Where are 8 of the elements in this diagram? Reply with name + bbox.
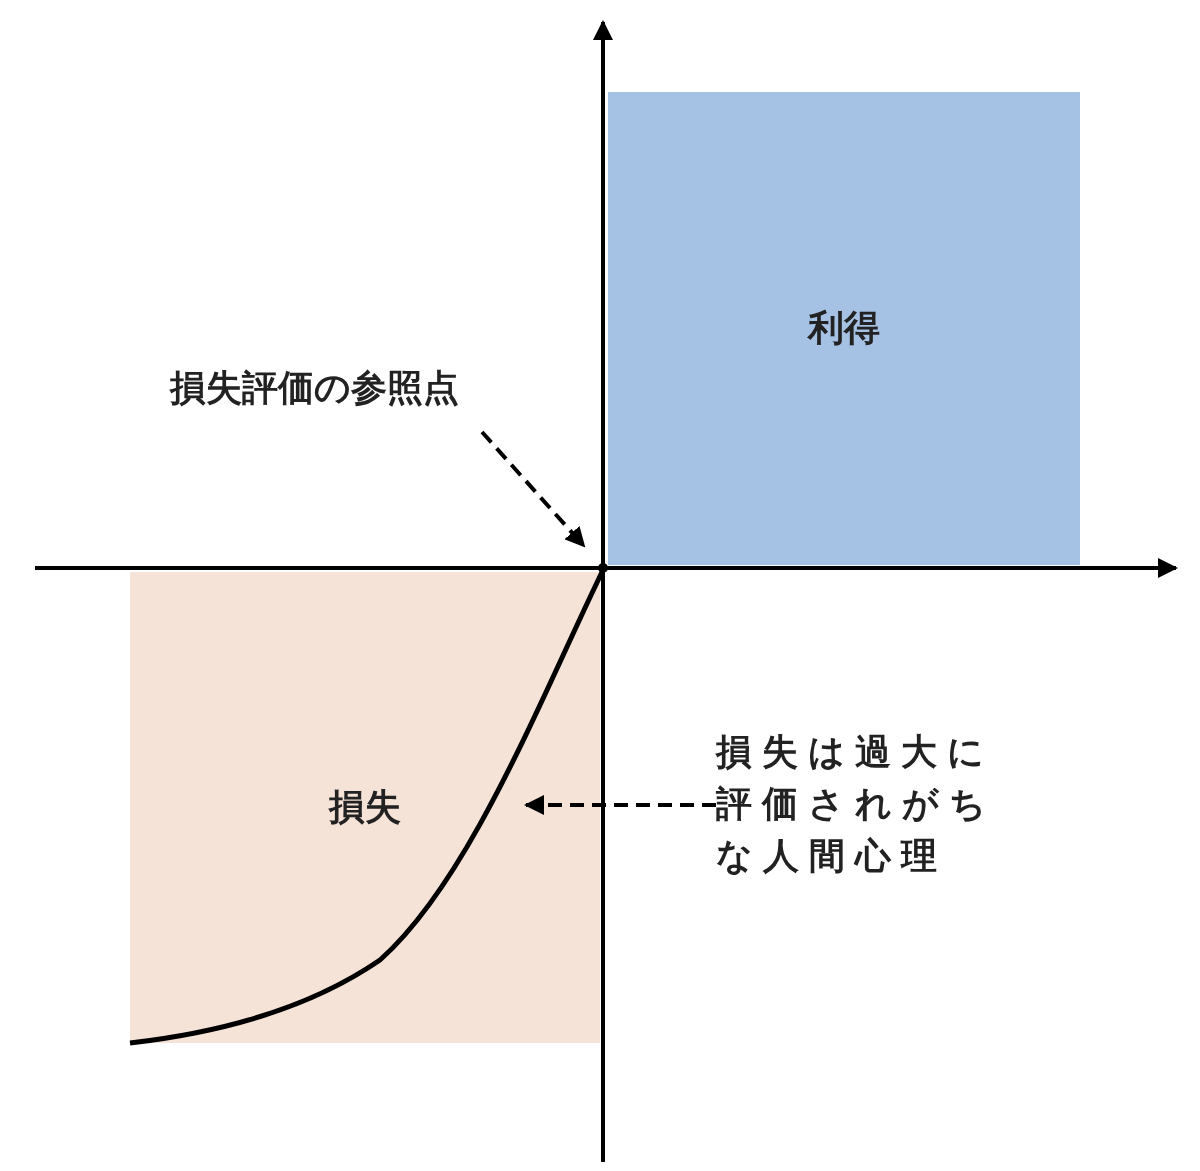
region-label: 損失 (329, 785, 401, 829)
origin-point (598, 563, 608, 573)
leader-arrow (480, 430, 586, 548)
annotation-text: 損失評価の参照点 (170, 364, 540, 413)
gain-area (608, 92, 1080, 565)
leader-arrow (524, 795, 716, 815)
annotation-text: 損失は過大に評価されがちな人間心理 (716, 726, 1016, 882)
region-label: 利得 (808, 306, 880, 350)
